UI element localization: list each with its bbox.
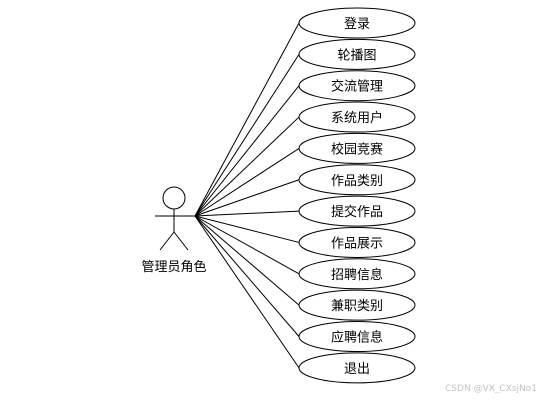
use-case: 轮播图 (298, 38, 416, 70)
use-case: 退出 (298, 352, 416, 384)
use-case: 作品展示 (298, 226, 416, 258)
use-case-ellipse (298, 195, 416, 227)
association-line (194, 215, 300, 243)
association-line (194, 22, 300, 217)
use-case-label: 兼职类别 (331, 299, 383, 314)
use-case-ellipse (298, 164, 416, 196)
association-line (194, 116, 300, 217)
association-line (194, 215, 300, 275)
use-case-ellipse (298, 321, 416, 352)
use-case-label: 招聘信息 (331, 267, 383, 283)
use-case: 招聘信息 (298, 258, 416, 290)
use-case: 应聘信息 (298, 321, 416, 352)
use-case-ellipse (298, 101, 416, 133)
association-line (194, 215, 300, 306)
use-case-ellipse (298, 132, 416, 164)
use-case-label: 退出 (344, 362, 370, 377)
association-line (194, 215, 300, 369)
use-case-label: 作品类别 (331, 174, 383, 189)
use-case-ellipse (298, 7, 416, 39)
use-case-ellipse (298, 258, 416, 290)
association-line (194, 54, 300, 217)
use-case: 系统用户 (298, 101, 416, 133)
association-line (194, 179, 300, 217)
actor-label: 管理员角色 (141, 259, 206, 275)
use-case-label: 轮播图 (337, 48, 376, 63)
use-case-label: 交流管理 (331, 79, 383, 95)
actor-figure: 管理员角色 (141, 186, 207, 275)
watermark: CSDN @VX_CXsjNo1 (445, 384, 537, 394)
use-case-ellipse (298, 38, 416, 70)
use-case-label: 校园竞赛 (331, 141, 383, 157)
actor-left-leg (159, 231, 175, 251)
use-case: 提交作品 (298, 195, 416, 227)
use-case: 交流管理 (298, 70, 416, 102)
use-case-list: 登录轮播图交流管理系统用户校园竞赛作品类别提交作品作品展示招聘信息兼职类别应聘信… (298, 7, 416, 384)
association-line (194, 215, 300, 337)
use-case-label: 作品展示 (331, 236, 383, 251)
use-case: 作品类别 (298, 164, 416, 196)
use-case-ellipse (298, 226, 416, 258)
use-case-label: 应聘信息 (331, 330, 383, 346)
use-case-ellipse (298, 352, 416, 384)
association-line (194, 147, 300, 217)
use-case: 校园竞赛 (298, 132, 416, 164)
association-lines (194, 22, 300, 369)
actor-head (162, 186, 186, 210)
use-case: 兼职类别 (298, 289, 416, 321)
association-line (194, 210, 300, 217)
actor-right-leg (173, 231, 189, 251)
use-case-label: 提交作品 (331, 204, 383, 220)
use-case-ellipse (298, 289, 416, 321)
use-case-label: 系统用户 (331, 110, 383, 126)
use-case-label: 登录 (344, 17, 370, 32)
association-line (194, 85, 300, 217)
use-case: 登录 (298, 7, 416, 39)
use-case-ellipse (298, 70, 416, 102)
